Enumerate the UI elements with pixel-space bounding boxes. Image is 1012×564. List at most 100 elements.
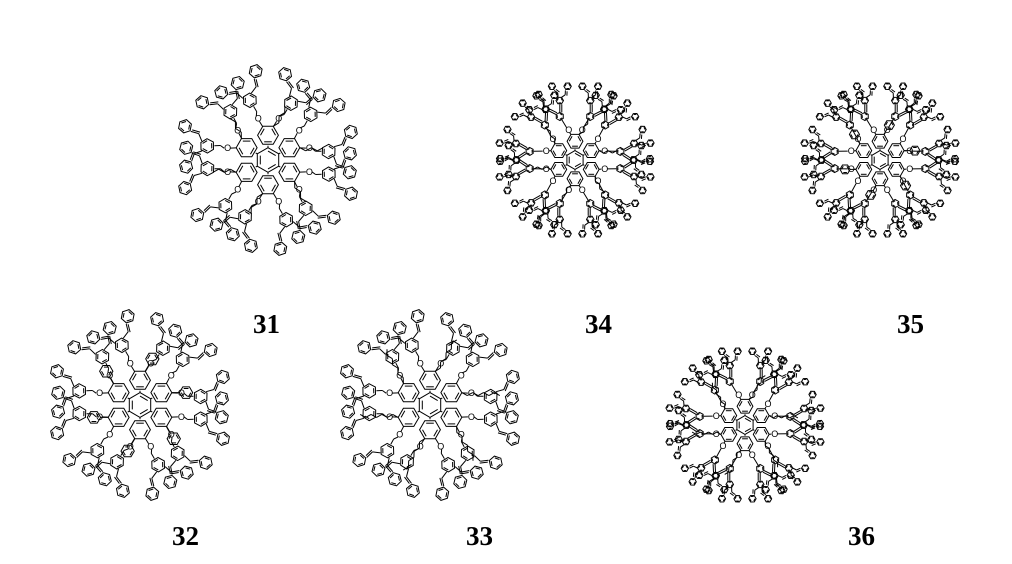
bond-line — [230, 216, 239, 220]
bond-line — [804, 424, 807, 428]
bond-line — [916, 209, 922, 213]
bond-line — [215, 227, 221, 230]
bond-line — [235, 123, 238, 128]
bond-line — [634, 173, 638, 177]
bond-line — [454, 392, 460, 400]
bond-line — [52, 372, 57, 377]
benzene-ring — [511, 172, 521, 181]
bond-line — [804, 449, 809, 453]
bond-line — [437, 494, 442, 499]
bond-line — [191, 152, 200, 157]
bond-line — [503, 381, 508, 390]
bond-line — [866, 94, 871, 98]
benzene-ring — [860, 215, 870, 224]
bond-line — [884, 85, 887, 89]
bond-line — [911, 217, 917, 221]
bond-line — [344, 148, 350, 153]
benzene-ring — [340, 364, 354, 379]
bond-line — [139, 408, 148, 415]
bond-line — [833, 200, 836, 204]
bond-line — [721, 357, 724, 361]
bond-line — [883, 185, 886, 188]
benzene-ring — [214, 410, 229, 425]
bond-line — [512, 143, 516, 147]
bond-line — [103, 343, 110, 351]
bond-line — [348, 412, 354, 417]
bond-line — [237, 91, 240, 100]
bond-line — [620, 169, 624, 172]
bond-line — [504, 405, 509, 414]
bond-line — [387, 457, 390, 466]
bond-line — [99, 474, 104, 479]
bond-line — [723, 441, 726, 444]
bond-line — [537, 166, 543, 170]
benzene-ring — [815, 419, 825, 428]
bond-line — [619, 200, 622, 204]
benzene-ring — [786, 471, 795, 480]
bond-line — [219, 379, 224, 383]
benzene-ring — [145, 352, 160, 366]
bond-line — [125, 323, 129, 332]
bond-line — [749, 350, 752, 354]
benzene-ring — [170, 445, 185, 462]
bond-line — [817, 148, 822, 152]
benzene-ring — [342, 165, 357, 180]
benzene-ring — [609, 220, 618, 229]
oxygen-atom: O — [296, 185, 303, 195]
bond-line — [704, 461, 712, 467]
benzene-ring — [526, 113, 536, 121]
bond-line — [919, 221, 922, 225]
bond-line — [678, 422, 683, 426]
benzene-ring — [495, 154, 505, 163]
bond-line — [459, 345, 468, 349]
bond-line — [761, 491, 767, 496]
bond-line — [518, 170, 527, 176]
bond-line — [559, 227, 564, 232]
bond-line — [92, 413, 97, 418]
bond-line — [508, 190, 511, 194]
bond-line — [908, 219, 913, 223]
bond-line — [682, 413, 687, 417]
bond-line — [925, 165, 929, 168]
benzene-ring — [800, 377, 810, 386]
bond-line — [678, 405, 683, 409]
bond-line — [63, 397, 72, 402]
bond-line — [154, 354, 158, 360]
bond-line — [389, 474, 394, 479]
bond-line — [864, 113, 868, 116]
bond-line — [940, 137, 945, 141]
bond-line — [837, 200, 840, 204]
bond-line — [829, 106, 835, 110]
bond-line — [716, 448, 722, 457]
bond-line — [62, 375, 71, 380]
benzene-ring — [673, 390, 682, 399]
bond-line — [693, 465, 698, 469]
bond-line — [790, 417, 794, 420]
bond-line — [666, 405, 669, 409]
bond-line — [608, 118, 616, 124]
bond-line — [160, 326, 166, 334]
bond-line — [454, 410, 460, 418]
bond-line — [314, 96, 319, 101]
benzene-ring — [607, 90, 616, 99]
benzene-ring — [440, 312, 455, 327]
bond-line — [535, 94, 538, 97]
bond-line — [217, 371, 223, 376]
bond-line — [666, 439, 669, 443]
oxygen-atom: O — [565, 125, 572, 135]
bond-line — [474, 455, 481, 462]
benzene-ring — [341, 404, 356, 419]
bond-line — [180, 165, 184, 171]
bond-line — [359, 413, 366, 418]
bond-line — [566, 185, 572, 189]
bond-line — [789, 465, 792, 469]
compound-label-34: 34 — [585, 309, 612, 339]
bond-line — [66, 395, 75, 399]
bond-line — [53, 393, 58, 398]
bond-line — [206, 344, 212, 348]
bond-line — [322, 93, 325, 99]
bond-line — [205, 98, 208, 105]
bond-line — [175, 365, 180, 372]
bond-line — [173, 447, 179, 452]
bond-line — [602, 195, 606, 199]
